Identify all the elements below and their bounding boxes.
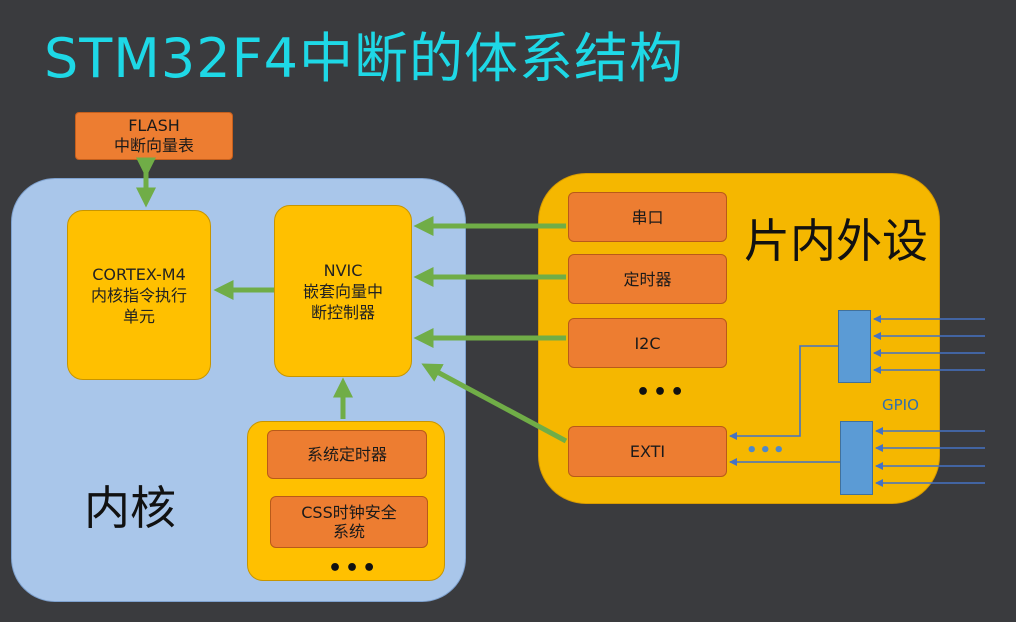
i2c-label: I2C (634, 333, 661, 353)
nvic-label: NVIC (323, 260, 363, 280)
nvic-box: NVIC 嵌套向量中 断控制器 (274, 205, 412, 377)
nvic-desc-line: 断控制器 (310, 302, 375, 322)
timer-box: 定时器 (568, 254, 727, 304)
gpio-label: GPIO (882, 396, 919, 414)
exti-box: EXTI (568, 426, 727, 477)
exti-to-nvic-arrow (421, 363, 568, 444)
gpio-port-block (840, 421, 873, 495)
page-title: STM32F4中断的体系结构 (44, 27, 684, 90)
flash-vector-table-box: FLASH 中断向量表 (75, 112, 233, 160)
uart-label: 串口 (631, 207, 664, 227)
core-label: 内核 (84, 481, 176, 535)
systick-label: 系统定时器 (306, 445, 387, 464)
nvic-desc-line: 嵌套向量中 (302, 281, 383, 301)
cortex-m4-desc-line: 内核指令执行 (90, 285, 187, 305)
peripheral-more-dots: ••• (636, 380, 688, 405)
systick-box: 系统定时器 (267, 430, 427, 479)
css-box: CSS时钟安全 系统 (270, 496, 428, 548)
cortex-m4-label: CORTEX-M4 (92, 264, 186, 284)
gpio-port-block (838, 310, 871, 383)
i2c-box: I2C (568, 318, 727, 368)
flash-label: FLASH (128, 116, 180, 135)
exti-label: EXTI (629, 442, 666, 461)
cortex-m4-box: CORTEX-M4 内核指令执行 单元 (67, 210, 211, 380)
timer-label: 定时器 (623, 269, 672, 289)
core-more-dots: ••• (328, 556, 380, 581)
css-label: CSS时钟安全 系统 (301, 503, 397, 541)
flash-vector-table-label: 中断向量表 (113, 136, 194, 155)
peripheral-label: 片内外设 (744, 214, 928, 268)
cortex-m4-desc-line: 单元 (122, 306, 155, 326)
exti-input-dots: ••• (746, 440, 787, 461)
uart-box: 串口 (568, 192, 727, 242)
